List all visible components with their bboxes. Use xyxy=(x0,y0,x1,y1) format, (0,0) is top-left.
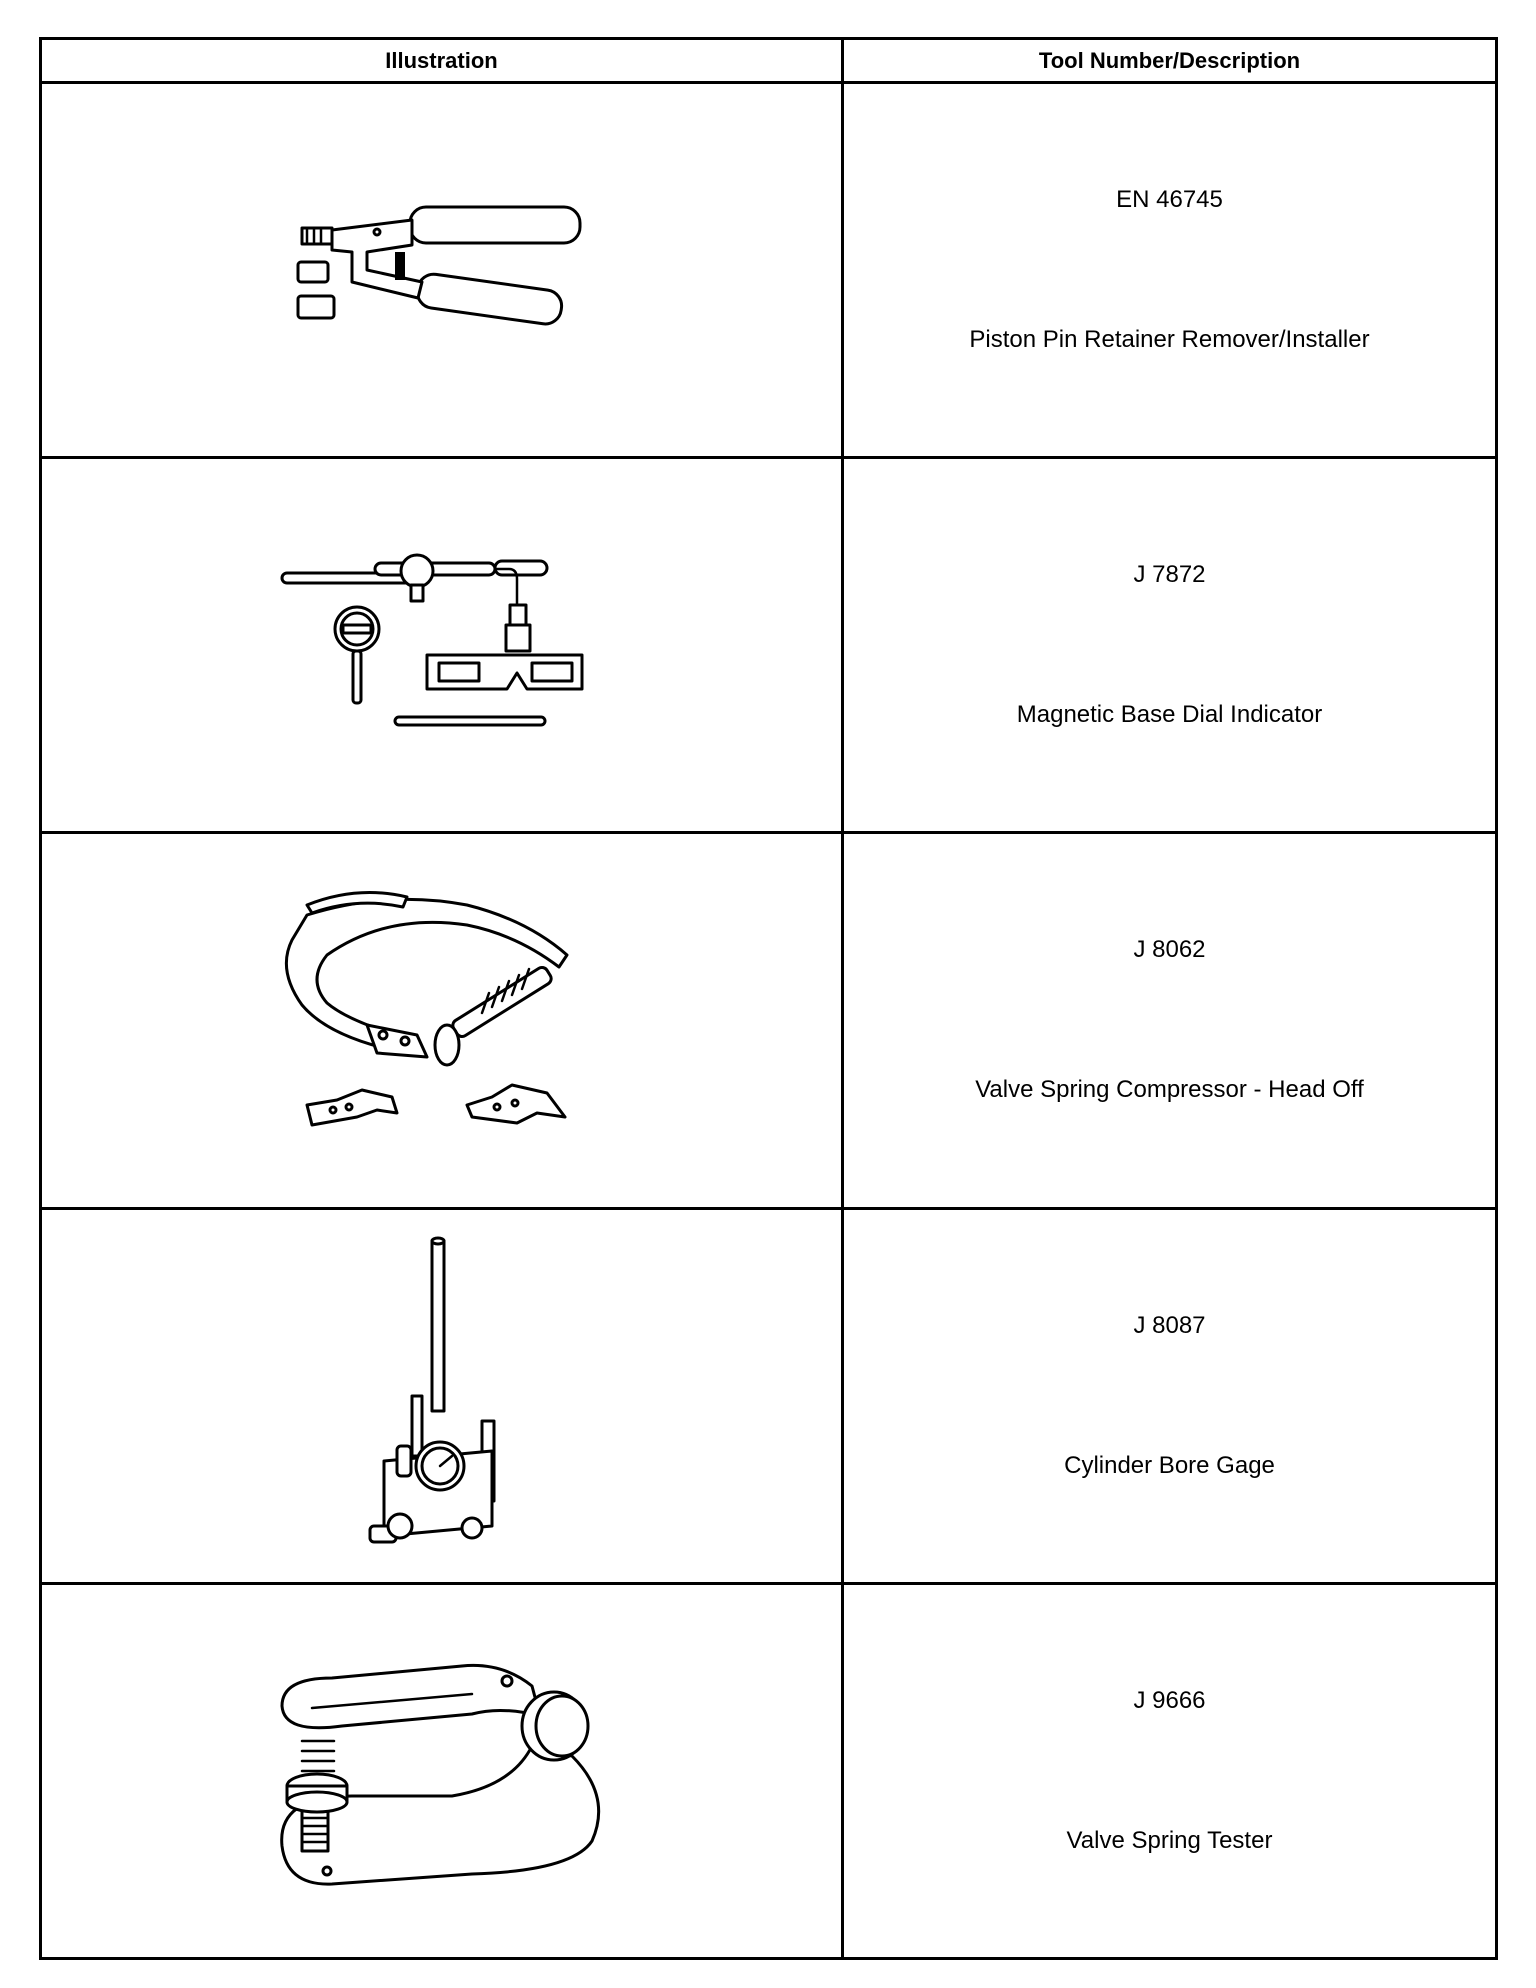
tool-description: Magnetic Base Dial Indicator xyxy=(1016,701,1323,729)
header-row: Illustration Tool Number/Description xyxy=(39,37,1498,84)
tool-description-cell: J 8087 Cylinder Bore Gage xyxy=(841,1206,1498,1585)
tool-number: J 7872 xyxy=(1133,561,1206,589)
table-row: J 8087 Cylinder Bore Gage xyxy=(39,1206,1498,1585)
table-row: EN 46745 Piston Pin Retainer Remover/Ins… xyxy=(39,80,1498,460)
table-row: J 7872 Magnetic Base Dial Indicator xyxy=(39,456,1498,835)
tool-number: J 8087 xyxy=(1133,1311,1206,1339)
pliers-icon xyxy=(296,205,581,326)
header-tool-number-description: Tool Number/Description xyxy=(841,37,1498,84)
tool-description: Valve Spring Compressor - Head Off xyxy=(975,1076,1364,1104)
illustration-cell xyxy=(39,1206,844,1585)
illustration-cell xyxy=(39,1581,844,1961)
tool-description: Piston Pin Retainer Remover/Installer xyxy=(969,326,1370,353)
tool-description-cell: EN 46745 Piston Pin Retainer Remover/Ins… xyxy=(841,80,1498,460)
tool-description-cell: J 8062 Valve Spring Compressor - Head Of… xyxy=(841,831,1498,1210)
table-row: J 9666 Valve Spring Tester xyxy=(39,1581,1498,1961)
illustration-cell xyxy=(39,456,844,835)
bore-gage-icon xyxy=(368,1236,495,1544)
table-row: J 8062 Valve Spring Compressor - Head Of… xyxy=(39,831,1498,1210)
valve-spring-compressor-icon xyxy=(284,891,568,1127)
header-illustration: Illustration xyxy=(39,37,844,84)
tool-number: J 9666 xyxy=(1133,1686,1206,1714)
spring-tester-icon xyxy=(279,1663,600,1886)
special-tools-table: Illustration Tool Number/Description xyxy=(39,37,1498,1961)
tool-description-cell: J 7872 Magnetic Base Dial Indicator xyxy=(841,456,1498,835)
illustration-cell xyxy=(39,831,844,1210)
tool-number: EN 46745 xyxy=(1116,186,1223,213)
tool-description: Valve Spring Tester xyxy=(1066,1826,1273,1854)
illustration-cell xyxy=(39,80,844,460)
tool-description: Cylinder Bore Gage xyxy=(1064,1451,1275,1479)
tool-number: J 8062 xyxy=(1133,936,1206,964)
tool-description-cell: J 9666 Valve Spring Tester xyxy=(841,1581,1498,1961)
dial-indicator-icon xyxy=(280,553,583,727)
